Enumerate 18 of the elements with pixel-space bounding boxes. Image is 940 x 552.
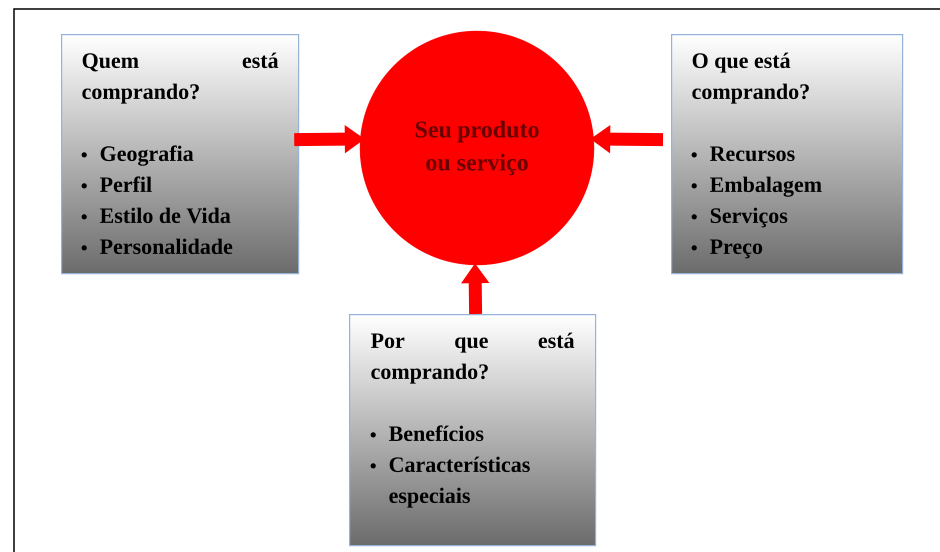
text-box	[61, 34, 300, 274]
text-box	[671, 34, 904, 274]
circle-label: Seu produto ou serviço	[416, 120, 539, 176]
bullet-item: Perfil	[82, 176, 152, 192]
bullet-item: Serviços	[692, 208, 788, 228]
bullet-item: Características especiais	[370, 456, 530, 508]
box-heading: Quem está comprando?	[82, 52, 278, 104]
bullet-item: Recursos	[692, 146, 795, 162]
box-heading: O que está comprando?	[692, 52, 809, 104]
bullet-item: Geografia	[82, 145, 194, 166]
bullet-item: Estilo de Vida	[82, 208, 230, 224]
box-heading: Por que está comprando?	[370, 332, 574, 384]
product-circle	[360, 30, 594, 266]
bullet-item: Preço	[692, 239, 762, 258]
bullet-item: Embalagem	[692, 176, 822, 197]
bullet-item: Benefícios	[370, 425, 484, 442]
text-box	[349, 314, 596, 546]
bullet-item: Personalidade	[82, 238, 232, 254]
